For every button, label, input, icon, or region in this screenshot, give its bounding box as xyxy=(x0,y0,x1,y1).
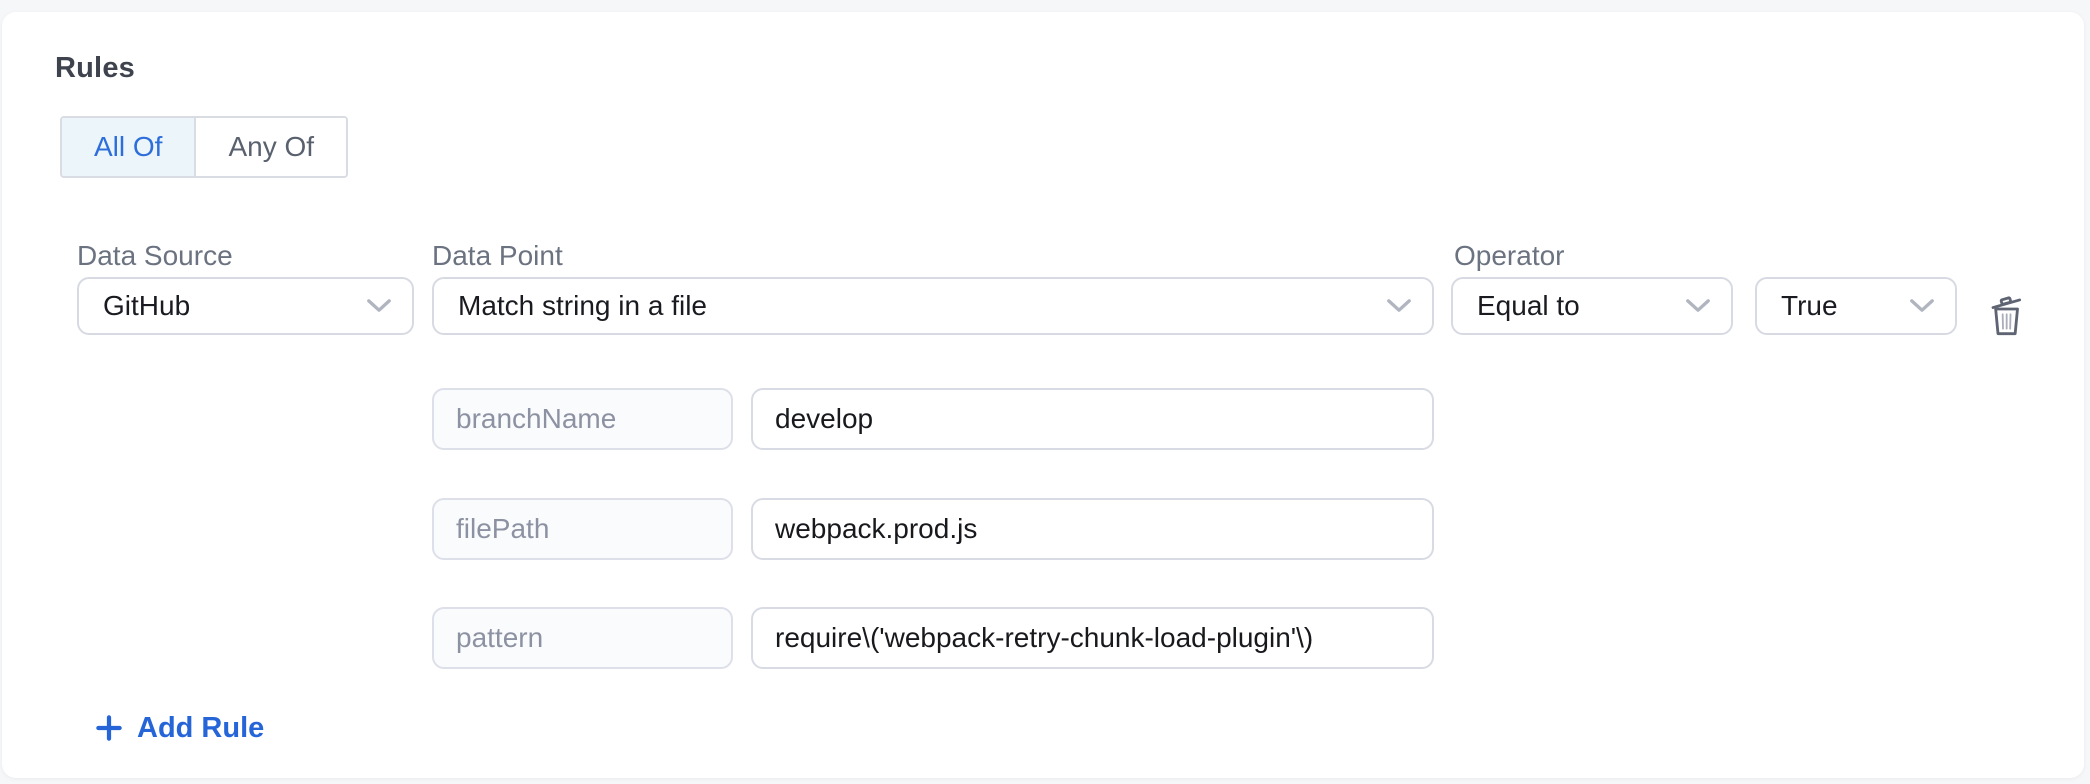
delete-rule-button[interactable] xyxy=(1984,290,2030,340)
param-value-branchname-input[interactable] xyxy=(751,388,1434,450)
match-mode-toggle: All Of Any Of xyxy=(60,116,349,178)
plus-icon xyxy=(94,713,124,743)
toggle-all-of[interactable]: All Of xyxy=(62,118,195,176)
param-key-pattern: pattern xyxy=(432,607,733,669)
rules-section-title: Rules xyxy=(55,52,135,84)
operator-select[interactable]: Equal to xyxy=(1451,277,1733,335)
param-key-filepath: filePath xyxy=(432,498,733,560)
toggle-any-of[interactable]: Any Of xyxy=(194,118,347,176)
chevron-down-icon xyxy=(366,298,392,314)
operator-selected-value: Equal to xyxy=(1477,290,1580,321)
chevron-down-icon xyxy=(1386,298,1412,314)
data-point-selected-value: Match string in a file xyxy=(458,290,707,321)
param-value-filepath-input[interactable] xyxy=(751,498,1434,560)
data-point-label: Data Point xyxy=(432,240,563,271)
operator-value-selected: True xyxy=(1781,290,1838,321)
param-key-branchname: branchName xyxy=(432,388,733,450)
operator-label: Operator xyxy=(1454,240,1565,271)
chevron-down-icon xyxy=(1685,298,1711,314)
add-rule-label: Add Rule xyxy=(137,711,265,744)
rules-card: Rules All Of Any Of Data Source Data Poi… xyxy=(2,12,2084,778)
data-source-label: Data Source xyxy=(77,240,233,271)
data-source-selected-value: GitHub xyxy=(103,290,191,321)
data-point-select[interactable]: Match string in a file xyxy=(432,277,1434,335)
add-rule-button[interactable]: Add Rule xyxy=(94,708,264,748)
operator-value-select[interactable]: True xyxy=(1755,277,1957,335)
param-value-pattern-input[interactable] xyxy=(751,607,1434,669)
chevron-down-icon xyxy=(1909,298,1935,314)
data-source-select[interactable]: GitHub xyxy=(77,277,414,335)
trash-icon xyxy=(1987,293,2027,337)
